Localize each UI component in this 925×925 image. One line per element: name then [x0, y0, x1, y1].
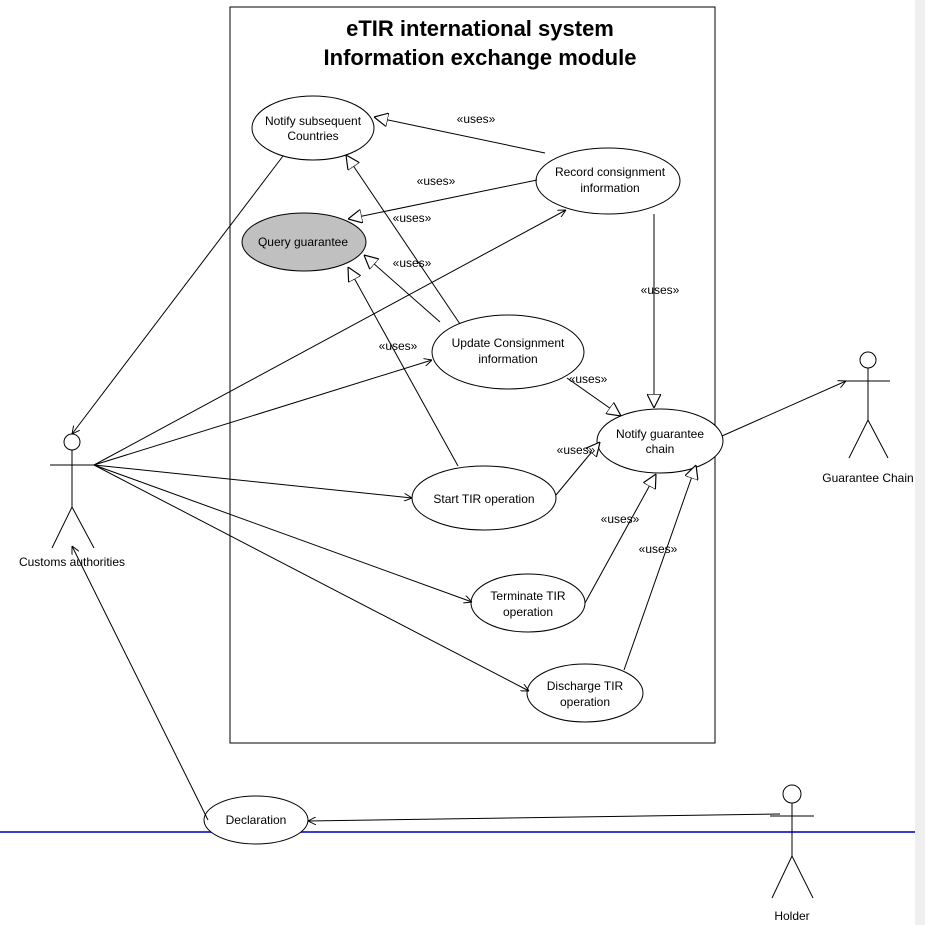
usecase-terminate-tir-operation[interactable] — [470, 573, 586, 633]
actor-guarantee-chain-label: Guarantee Chain — [822, 471, 913, 485]
uses-label-update-notify-subsequent: «uses» — [393, 211, 432, 225]
usecase-query-guarantee-label: Query guarantee — [258, 235, 348, 249]
usecase-discharge-tir-label-2: operation — [560, 695, 610, 709]
uses-label-customs-update: «uses» — [379, 339, 418, 353]
uses-label-update-notify-guarantee: «uses» — [569, 372, 608, 386]
system-title-line2: Information exchange module — [324, 45, 637, 70]
uses-record-to-notify-subsequent — [374, 117, 546, 154]
uses-label-record-query: «uses» — [417, 174, 456, 188]
usecase-discharge-tir-label-1: Discharge TIR — [547, 679, 624, 693]
uses-label-update-query: «uses» — [393, 256, 432, 270]
assoc-customs-to-terminate-tir — [93, 464, 472, 602]
uses-terminate-to-notify-guarantee — [584, 474, 656, 604]
usecase-update-consignment-label-2: information — [478, 352, 537, 366]
assoc-customs-to-start-tir — [93, 464, 412, 498]
actor-customs-authorities[interactable] — [50, 433, 95, 549]
uses-label-record-notify-subsequent: «uses» — [457, 112, 496, 126]
system-boundary — [229, 6, 716, 744]
usecase-declaration-label: Declaration — [226, 813, 287, 827]
system-title-line1: eTIR international system — [346, 16, 614, 41]
usecase-notify-guarantee-chain[interactable] — [596, 408, 724, 474]
usecase-discharge-tir-operation[interactable] — [526, 663, 644, 723]
assoc-customs-to-update-consignment — [93, 360, 432, 466]
uses-update-to-query-guarantee — [364, 255, 441, 323]
usecase-start-tir-label: Start TIR operation — [433, 492, 534, 506]
actor-customs-authorities-label: Customs authorities — [19, 555, 125, 569]
usecase-record-consignment-label-2: information — [580, 181, 639, 195]
usecase-terminate-tir-label-2: operation — [503, 605, 553, 619]
assoc-holder-to-declaration — [308, 813, 781, 821]
usecase-notify-subsequent-label-2: Countries — [287, 129, 338, 143]
usecase-record-consignment[interactable] — [535, 147, 681, 215]
usecase-notify-subsequent-countries[interactable] — [251, 95, 375, 161]
usecase-notify-subsequent-label-1: Notify subsequent — [265, 114, 362, 128]
uses-start-to-notify-guarantee — [555, 442, 600, 496]
assoc-declaration-to-customs — [72, 546, 209, 821]
assoc-customs-to-discharge-tir — [93, 464, 529, 691]
uses-label-terminate-notify-guarantee: «uses» — [601, 512, 640, 526]
usecase-record-consignment-label-1: Record consignment — [555, 165, 666, 179]
usecase-query-guarantee[interactable] — [241, 212, 367, 272]
uses-discharge-to-notify-guarantee — [623, 465, 696, 671]
uses-label-discharge-notify-guarantee: «uses» — [639, 542, 678, 556]
usecase-notify-guarantee-chain-label-1: Notify guarantee — [616, 427, 704, 441]
uses-update-to-notify-subsequent — [346, 155, 461, 325]
uses-label-record-notify-guarantee: «uses» — [641, 283, 680, 297]
page-footer-rule — [0, 831, 915, 833]
assoc-notify-subsequent-to-customs — [72, 155, 284, 434]
right-margin-strip — [915, 0, 925, 925]
uses-start-to-query-guarantee — [348, 267, 459, 467]
actor-guarantee-chain[interactable] — [845, 351, 890, 459]
uses-record-to-query-guarantee — [348, 179, 538, 219]
assoc-customs-to-record-consignment — [93, 210, 566, 466]
usecase-notify-guarantee-chain-label-2: chain — [646, 442, 675, 456]
actor-holder-label: Holder — [774, 909, 809, 923]
usecase-terminate-tir-label-1: Terminate TIR — [490, 589, 565, 603]
usecase-update-consignment-label-1: Update Consignment — [452, 336, 565, 350]
assoc-notify-guarantee-to-guarantee-chain — [721, 381, 846, 437]
uses-label-start-notify-guarantee: «uses» — [557, 443, 596, 457]
actor-holder[interactable] — [770, 784, 814, 899]
uses-update-to-notify-guarantee — [566, 377, 621, 416]
usecase-update-consignment[interactable] — [431, 314, 585, 390]
